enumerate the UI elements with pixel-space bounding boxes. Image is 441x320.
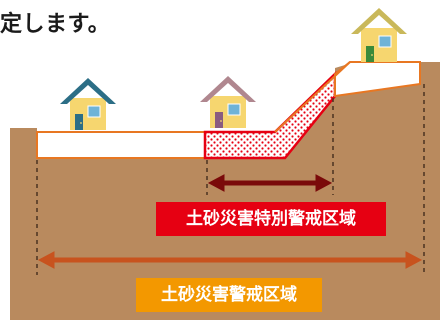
house-middle	[200, 76, 256, 128]
special-zone-arrow	[207, 174, 333, 192]
special-zone-label-bg	[156, 202, 386, 236]
warning-zone-label: 土砂災害警戒区域	[161, 285, 297, 305]
house-hilltop	[351, 8, 407, 62]
house-left	[60, 78, 116, 130]
top-caption: 定します。	[0, 12, 111, 37]
warning-zone-label-bg	[136, 278, 322, 312]
special-zone-label: 土砂災害特別警戒区域	[186, 209, 356, 229]
warning-zone-arrow	[37, 251, 423, 269]
lower-ground-surface	[36, 131, 206, 159]
slope-surface-line	[274, 61, 351, 133]
